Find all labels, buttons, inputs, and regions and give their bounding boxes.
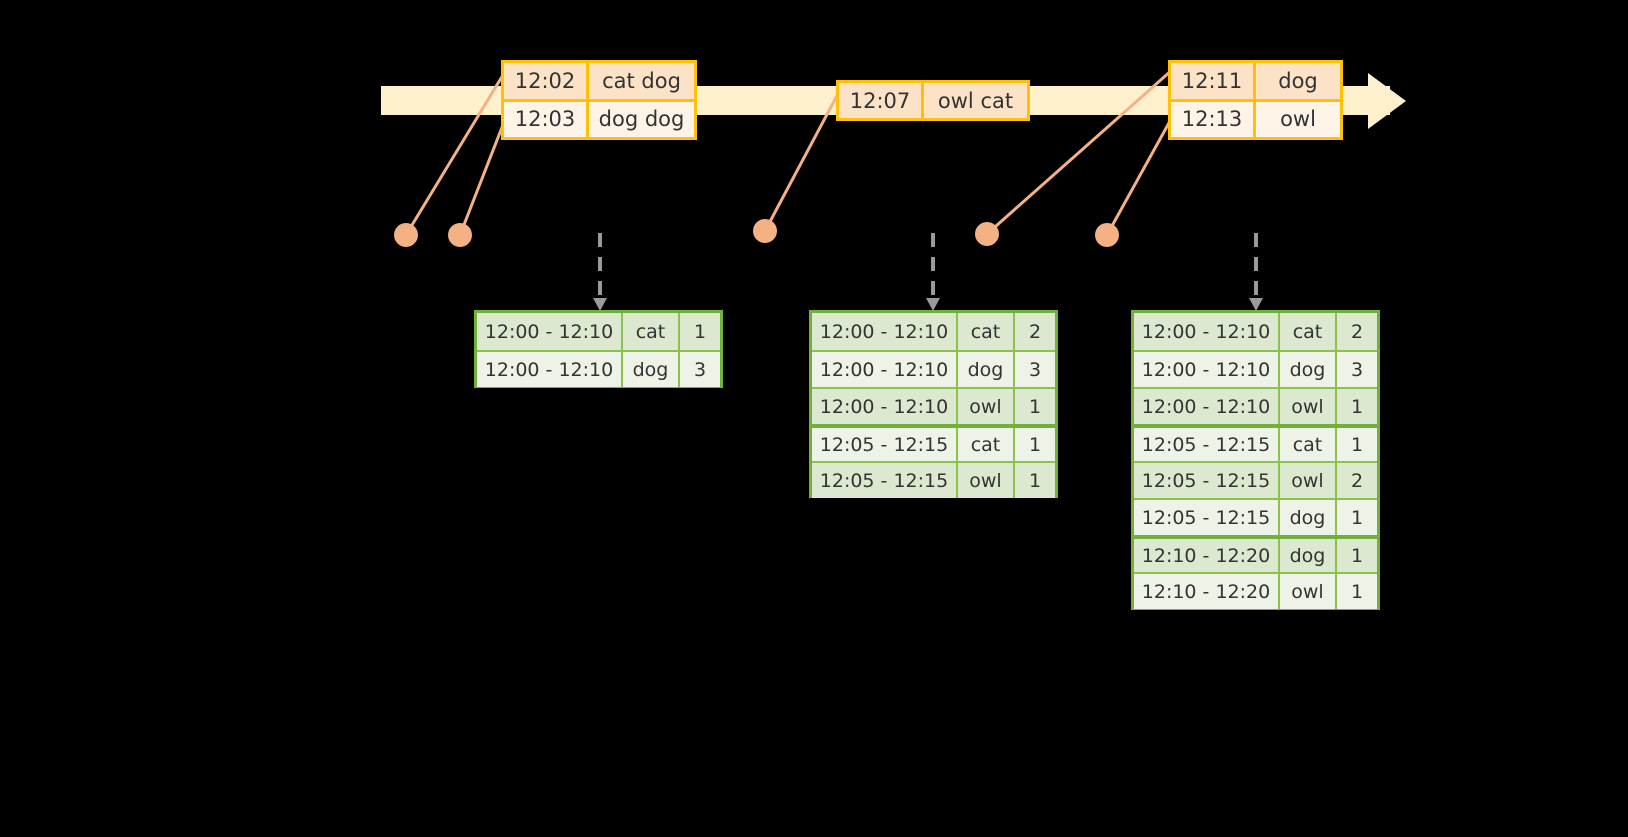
arrow-head-icon: [926, 298, 940, 311]
cell-key: cat: [1280, 313, 1337, 350]
cell-window: 12:00 - 12:10: [1134, 352, 1280, 387]
cell-count: 1: [1350, 544, 1364, 567]
cell-count: 1: [693, 320, 707, 343]
cell-count: 1: [1028, 469, 1042, 492]
cell-window: 12:00 - 12:10: [812, 313, 958, 350]
cell-window: 12:05 - 12:15: [812, 463, 958, 498]
event-time: 12:11: [1171, 63, 1256, 99]
connector-dot-1: [394, 223, 418, 247]
cell-count: 2: [1350, 469, 1364, 492]
cell-window: 12:00 - 12:10: [477, 313, 623, 350]
cell-count: 3: [1028, 358, 1042, 381]
cell-window: 12:10 - 12:20: [1134, 574, 1280, 609]
connector-dot-4: [975, 222, 999, 246]
cell-window: 12:00 - 12:10: [812, 389, 958, 424]
timeline-arrowhead-icon: [1368, 73, 1406, 129]
cell-window: 12:05 - 12:15: [1134, 428, 1280, 461]
cell-window: 12:10 - 12:20: [1134, 539, 1280, 572]
cell-key: owl: [1280, 389, 1337, 424]
cell-count: 2: [1350, 320, 1364, 343]
cell-count: 1: [1350, 433, 1364, 456]
cell-key: cat: [1280, 428, 1337, 461]
cell-key: owl: [958, 389, 1015, 424]
cell-window: 12:00 - 12:10: [477, 352, 623, 387]
cell-window: 12:05 - 12:15: [1134, 500, 1280, 535]
event-row: 12:07 owl cat: [839, 83, 1027, 118]
cell-key: cat: [958, 428, 1015, 461]
arrow-shaft: [931, 233, 935, 299]
dashed-arrow-1: [593, 233, 607, 311]
event-time: 12:13: [1171, 101, 1256, 137]
connector-dot-2: [448, 223, 472, 247]
cell-count: 1: [1350, 580, 1364, 603]
cell-key: owl: [1280, 463, 1337, 498]
cell-key: cat: [623, 313, 680, 350]
event-row: 12:11 dog: [1171, 63, 1340, 99]
cell-count: 2: [1028, 320, 1042, 343]
event-words: dog dog: [589, 101, 694, 137]
event-words: owl cat: [924, 83, 1027, 118]
event-words: dog: [1256, 63, 1340, 99]
arrow-head-icon: [593, 298, 607, 311]
cell-key: dog: [623, 352, 680, 387]
cell-key: dog: [1280, 500, 1337, 535]
event-words: owl: [1256, 101, 1340, 137]
cell-window: 12:00 - 12:10: [812, 352, 958, 387]
connector-dot-3: [753, 219, 777, 243]
cell-key: dog: [958, 352, 1015, 387]
cell-key: dog: [1280, 539, 1337, 572]
arrow-shaft: [598, 233, 602, 299]
event-box-1[interactable]: 12:02 cat dog 12:03 dog dog: [501, 60, 697, 140]
event-row: 12:03 dog dog: [504, 98, 694, 137]
event-box-2[interactable]: 12:07 owl cat: [836, 80, 1030, 121]
cell-window: 12:00 - 12:10: [1134, 389, 1280, 424]
cell-window: 12:05 - 12:15: [1134, 463, 1280, 498]
event-row: 12:02 cat dog: [504, 63, 694, 99]
cell-count: 1: [1028, 433, 1042, 456]
cell-count: 1: [1028, 395, 1042, 418]
event-time: 12:02: [504, 63, 589, 99]
event-words: cat dog: [589, 63, 694, 99]
cell-window: 12:05 - 12:15: [812, 428, 958, 461]
cell-count: 1: [1350, 506, 1364, 529]
event-time: 12:07: [839, 83, 924, 118]
dashed-arrow-3: [1249, 233, 1263, 311]
cell-key: owl: [958, 463, 1015, 498]
cell-window: 12:00 - 12:10: [1134, 313, 1280, 350]
event-time: 12:03: [504, 101, 589, 137]
arrow-head-icon: [1249, 298, 1263, 311]
cell-count: 3: [693, 358, 707, 381]
cell-key: owl: [1280, 574, 1337, 609]
arrow-shaft: [1254, 233, 1258, 299]
cell-count: 3: [1350, 358, 1364, 381]
cell-key: cat: [958, 313, 1015, 350]
cell-key: dog: [1280, 352, 1337, 387]
event-box-3[interactable]: 12:11 dog 12:13 owl: [1168, 60, 1343, 140]
cell-count: 1: [1350, 395, 1364, 418]
event-row: 12:13 owl: [1171, 98, 1340, 137]
dashed-arrow-2: [926, 233, 940, 311]
connector-dot-5: [1095, 223, 1119, 247]
